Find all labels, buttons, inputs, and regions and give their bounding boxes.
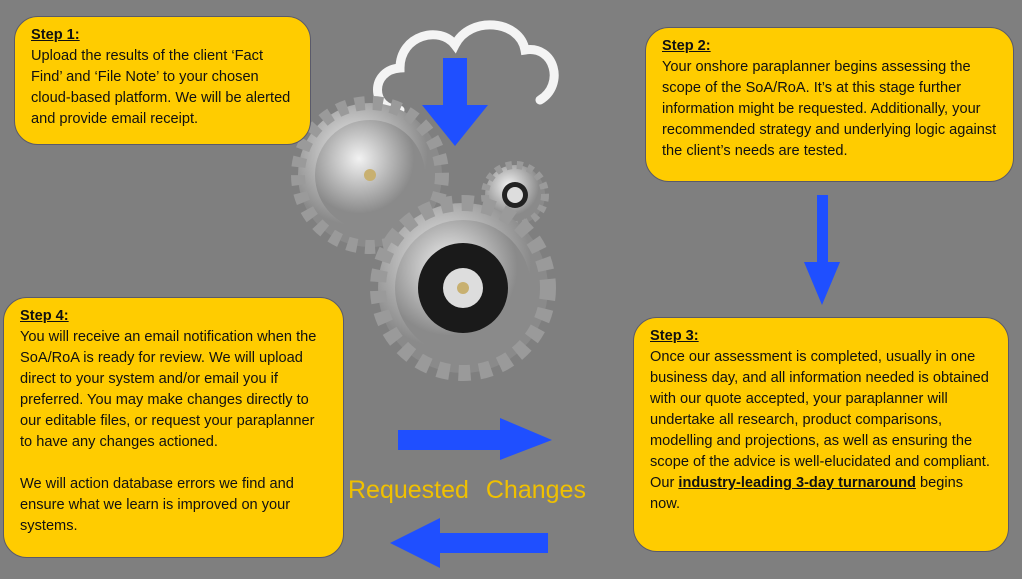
turnaround-highlight: industry-leading 3-day turnaround xyxy=(678,475,916,491)
gear-icon xyxy=(291,96,449,254)
step-text: Upload the results of the client ‘Fact F… xyxy=(31,48,291,127)
step-text: Your onshore paraplanner begins assessin… xyxy=(662,59,997,159)
step-1-box: Step 1: Upload the results of the client… xyxy=(14,16,311,145)
step-text-end: begins now. xyxy=(650,475,964,512)
step-4-box: Step 4: You will receive an email notifi… xyxy=(3,297,344,558)
arrow-down-icon xyxy=(804,195,840,305)
step-2-box: Step 2: Your onshore paraplanner begins … xyxy=(645,27,1014,182)
step-text-2: We will action database errors we find a… xyxy=(20,476,294,534)
arrow-right-icon xyxy=(398,418,552,460)
arrow-down-icon xyxy=(422,58,488,146)
step-title: Step 4: xyxy=(20,308,69,324)
step-title: Step 2: xyxy=(662,38,711,54)
gear-icon xyxy=(370,195,556,381)
step-3-box: Step 3: Once our assessment is completed… xyxy=(633,317,1009,552)
arrow-left-icon xyxy=(390,518,548,568)
step-title: Step 3: xyxy=(650,328,699,344)
step-title: Step 1: xyxy=(31,27,80,43)
step-text: Once our assessment is completed, usuall… xyxy=(650,349,990,491)
cloud-icon xyxy=(373,20,559,115)
requested-changes-label: Requested Changes xyxy=(348,476,586,504)
step-text: You will receive an email notification w… xyxy=(20,329,317,450)
